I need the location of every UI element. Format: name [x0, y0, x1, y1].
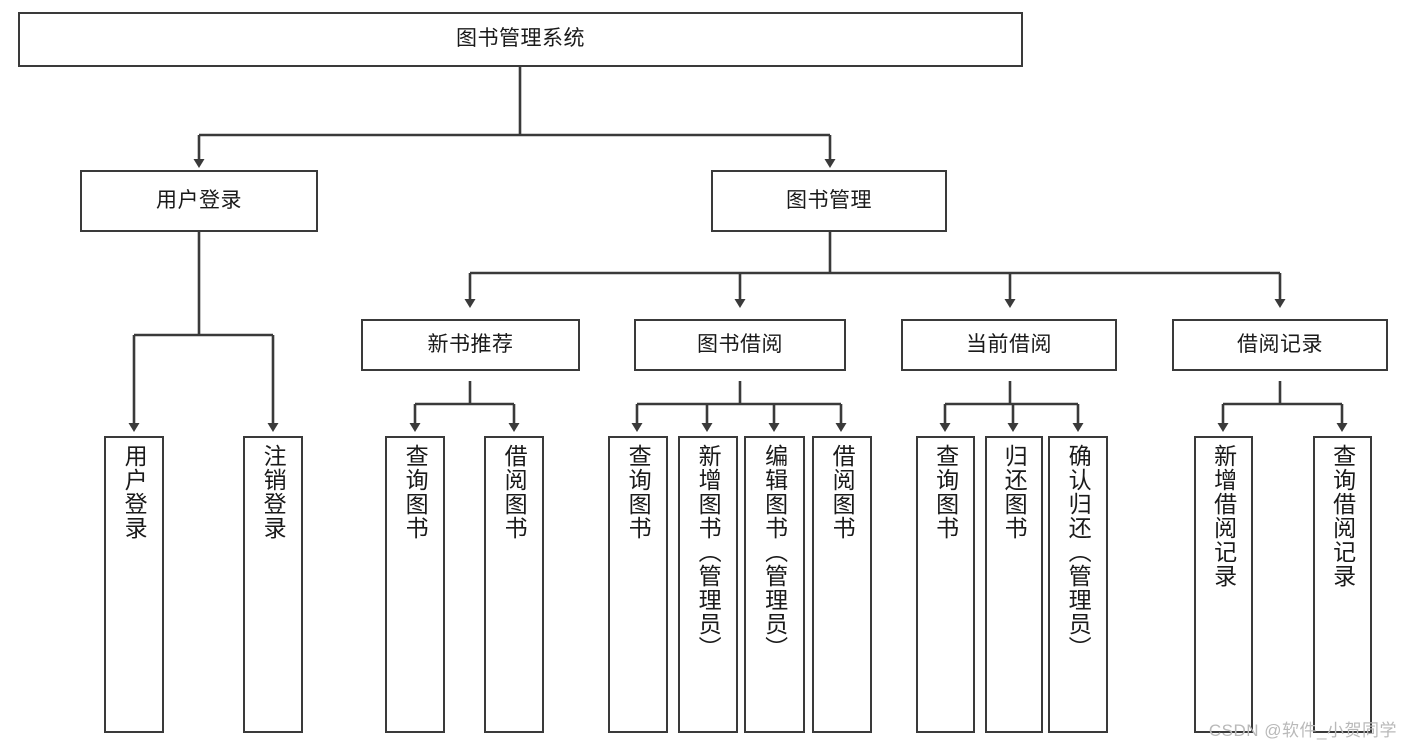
node-label: 查询图书 — [402, 444, 429, 540]
node-label: 查询图书 — [932, 444, 959, 540]
leaf-borrow-add-book-admin[interactable]: 新增图书（管理员） — [678, 436, 738, 733]
node-user-login[interactable]: 用户登录 — [80, 170, 318, 232]
leaf-record-query-record[interactable]: 查询借阅记录 — [1313, 436, 1372, 733]
node-label: 查询图书 — [625, 444, 652, 540]
node-label: 图书管理系统 — [456, 27, 585, 51]
node-label: 用户登录 — [156, 188, 242, 212]
leaf-current-confirm-return-admin[interactable]: 确认归还（管理员） — [1048, 436, 1108, 733]
node-label: 确认归还（管理员） — [1065, 444, 1092, 660]
node-label: 当前借阅 — [966, 332, 1052, 356]
leaf-current-return-book[interactable]: 归还图书 — [985, 436, 1043, 733]
leaf-recommend-query-book[interactable]: 查询图书 — [385, 436, 445, 733]
node-new-book-recommend[interactable]: 新书推荐 — [361, 319, 580, 371]
node-label: 新增借阅记录 — [1210, 444, 1237, 588]
node-root-system[interactable]: 图书管理系统 — [18, 12, 1023, 67]
node-label: 借阅图书 — [501, 444, 528, 540]
leaf-user-login-signin[interactable]: 用户登录 — [104, 436, 164, 733]
node-label: 编辑图书（管理员） — [761, 444, 788, 660]
leaf-recommend-borrow-book[interactable]: 借阅图书 — [484, 436, 544, 733]
node-borrow-record[interactable]: 借阅记录 — [1172, 319, 1388, 371]
leaf-current-query-book[interactable]: 查询图书 — [916, 436, 975, 733]
node-label: 图书借阅 — [697, 332, 783, 356]
csdn-watermark: CSDN @软件_小贺同学 — [1208, 721, 1397, 740]
node-label: 注销登录 — [260, 444, 287, 540]
leaf-record-add-record[interactable]: 新增借阅记录 — [1194, 436, 1253, 733]
node-label: 查询借阅记录 — [1329, 444, 1356, 588]
node-label: 归还图书 — [1001, 444, 1028, 540]
node-label: 借阅图书 — [829, 444, 856, 540]
leaf-borrow-borrow-book[interactable]: 借阅图书 — [812, 436, 872, 733]
leaf-user-login-signout[interactable]: 注销登录 — [243, 436, 303, 733]
leaf-borrow-edit-book-admin[interactable]: 编辑图书（管理员） — [744, 436, 805, 733]
node-label: 用户登录 — [121, 444, 148, 540]
node-book-borrow[interactable]: 图书借阅 — [634, 319, 846, 371]
node-book-management[interactable]: 图书管理 — [711, 170, 947, 232]
node-current-borrow[interactable]: 当前借阅 — [901, 319, 1117, 371]
node-label: 新增图书（管理员） — [695, 444, 722, 660]
node-label: 新书推荐 — [427, 332, 514, 356]
node-label: 借阅记录 — [1237, 332, 1323, 356]
leaf-borrow-query-book[interactable]: 查询图书 — [608, 436, 668, 733]
node-label: 图书管理 — [786, 188, 872, 212]
